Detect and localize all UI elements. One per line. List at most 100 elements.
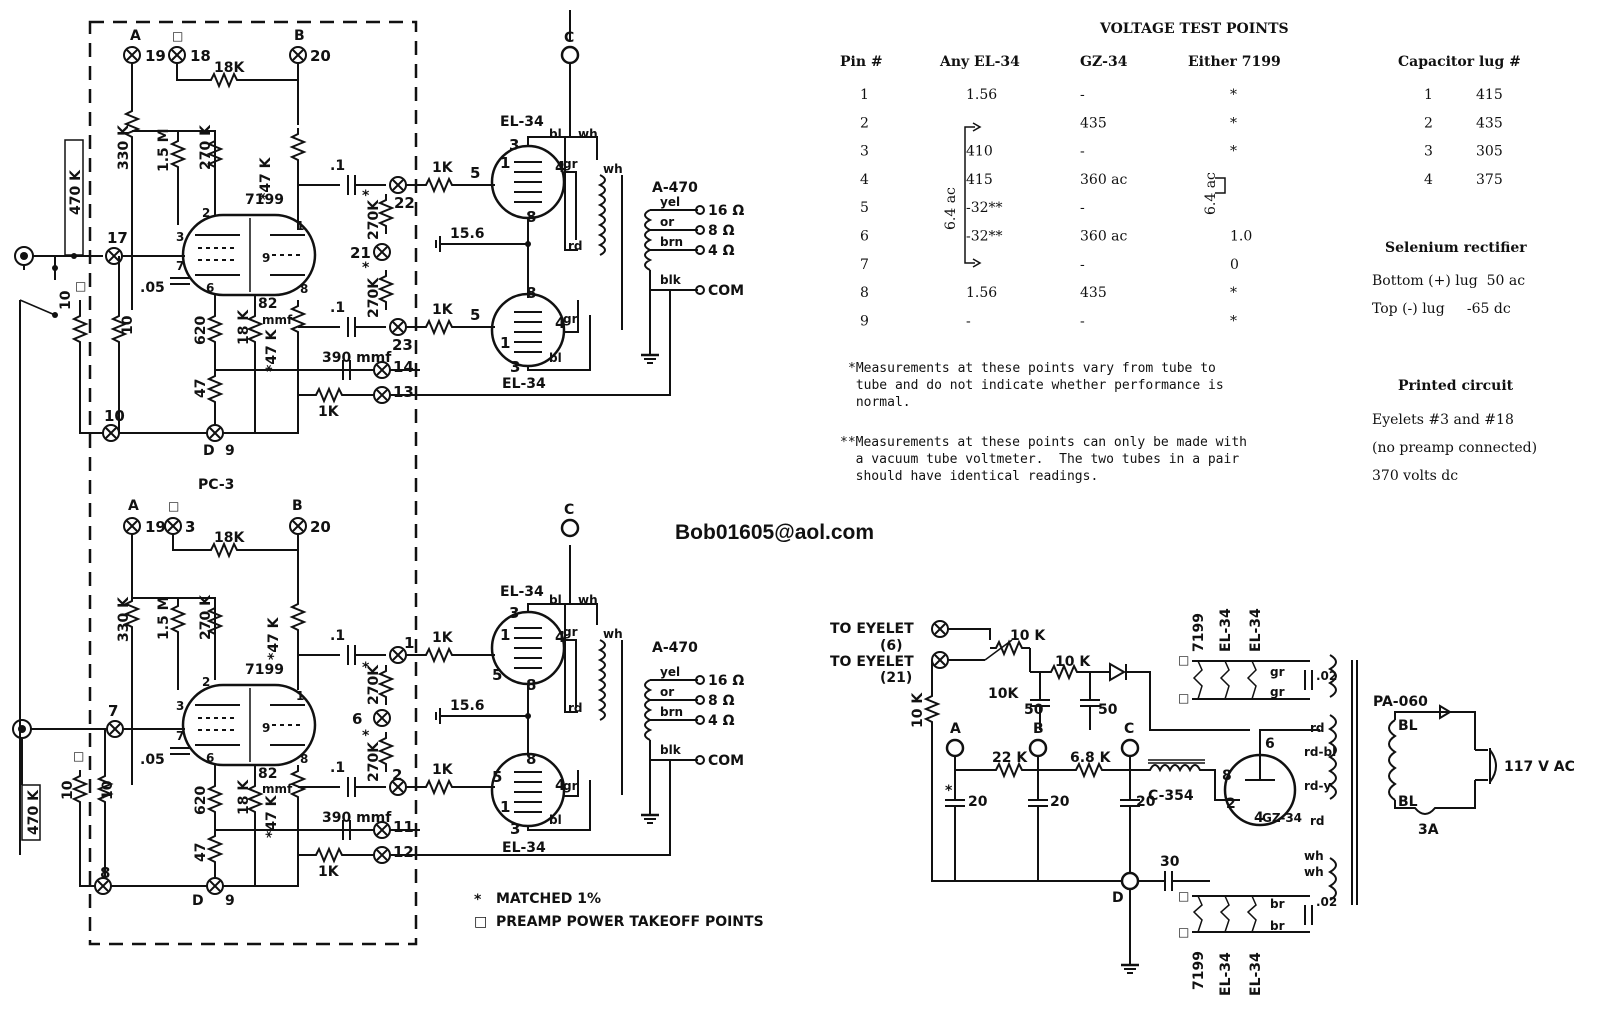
bottom-eyelet-11[interactable]: [373, 821, 391, 839]
svg-text:a vacuum tube voltmeter. The: a vacuum tube voltmeter. The two tubes i…: [840, 452, 1239, 467]
psu-point-c[interactable]: [1120, 738, 1140, 758]
bottom-eyelet-6[interactable]: [373, 709, 391, 727]
svg-text:EL-34: EL-34: [1218, 952, 1234, 996]
top-eyelet-19[interactable]: [123, 46, 141, 64]
svg-text:gr: gr: [563, 312, 578, 326]
svg-text:82: 82: [258, 296, 277, 312]
svg-text:10: 10: [60, 780, 76, 800]
svg-text:Either 7199: Either 7199: [1188, 54, 1281, 70]
heater-label-7199: 6.4 ac: [1203, 172, 1219, 215]
svg-text:270 K: 270 K: [198, 594, 214, 640]
svg-text:1: 1: [500, 626, 510, 644]
psu-eyelet-6[interactable]: [931, 620, 949, 638]
top-point-c[interactable]: [560, 45, 580, 65]
svg-text:8: 8: [300, 282, 308, 296]
top-out-4: 4 Ω: [708, 243, 735, 259]
svg-text:*47 K: *47 K: [266, 616, 282, 660]
svg-text:16 Ω: 16 Ω: [708, 673, 744, 689]
top-r-18k: 18K: [214, 60, 245, 76]
svg-text:should have identical readings: should have identical readings.: [840, 469, 1098, 484]
top-r-47k-plate: *47 K: [258, 156, 274, 200]
svg-text:EL-34: EL-34: [502, 376, 546, 392]
capacitor-cell: 1: [1424, 87, 1433, 103]
svg-text:B: B: [292, 498, 303, 514]
svg-text:br: br: [1270, 897, 1285, 911]
svg-text:2: 2: [202, 206, 210, 220]
svg-text:or: or: [660, 215, 674, 229]
psu-point-b[interactable]: [1028, 738, 1048, 758]
top-eyelet-23[interactable]: [389, 318, 407, 336]
legend-star: *: [474, 892, 482, 908]
svg-text:gr: gr: [1270, 665, 1285, 679]
capacitor-cell: 3: [1424, 144, 1433, 160]
svg-text:EL-34: EL-34: [1248, 608, 1264, 652]
svg-text:rd: rd: [568, 701, 583, 715]
svg-text:.02: .02: [1316, 895, 1337, 909]
top-eyelet-22[interactable]: [389, 176, 407, 194]
top-r-470k: 470 K: [68, 169, 84, 215]
bottom-eyelet-3[interactable]: [164, 517, 182, 535]
top-eyelet-9[interactable]: [206, 424, 224, 442]
svg-text:(21): (21): [880, 670, 912, 686]
top-eyelet-20[interactable]: [289, 46, 307, 64]
svg-text:rd-bl: rd-bl: [1304, 745, 1336, 759]
svg-text:19: 19: [145, 518, 166, 536]
svg-text:5: 5: [470, 306, 480, 324]
svg-text:GZ-34: GZ-34: [1080, 54, 1128, 70]
table-cell: 360 ac: [1080, 229, 1128, 245]
svg-text:□: □: [1178, 653, 1189, 667]
top-eyelet-20-num: 20: [310, 47, 331, 65]
table-cell: 7: [860, 257, 869, 273]
svg-text:C: C: [1124, 721, 1134, 737]
bottom-eyelet-9[interactable]: [206, 877, 224, 895]
svg-text:3: 3: [510, 358, 520, 376]
svg-text:1K: 1K: [432, 762, 454, 778]
psu-point-d[interactable]: [1120, 871, 1140, 891]
legend-matched: MATCHED 1%: [496, 891, 601, 907]
svg-text:yel: yel: [660, 195, 680, 209]
capacitor-cell: 305: [1476, 144, 1503, 160]
svg-text:5: 5: [492, 666, 502, 684]
top-eyelet-10[interactable]: [102, 424, 120, 442]
capacitor-cell: 2: [1424, 115, 1433, 131]
top-eyelet-21[interactable]: [373, 243, 391, 261]
svg-text:10 K: 10 K: [1010, 628, 1046, 644]
svg-text:GZ-34: GZ-34: [1262, 811, 1302, 825]
bottom-eyelet-20[interactable]: [289, 517, 307, 535]
svg-text:20: 20: [1136, 794, 1156, 810]
svg-text:1: 1: [500, 798, 510, 816]
svg-text:9: 9: [225, 443, 235, 459]
psu-point-a[interactable]: [945, 738, 965, 758]
svg-text:brn: brn: [660, 235, 683, 249]
svg-text:47: 47: [193, 379, 209, 398]
bottom-point-c[interactable]: [560, 518, 580, 538]
svg-text:6: 6: [1265, 736, 1275, 752]
svg-text:270K: 270K: [366, 664, 382, 705]
bottom-eyelet-12[interactable]: [373, 846, 391, 864]
bottom-eyelet-19[interactable]: [123, 517, 141, 535]
top-eyelet-19-num: 19: [145, 47, 166, 65]
table-cell: *: [1230, 285, 1237, 301]
svg-text:4: 4: [555, 314, 565, 332]
top-eyelet-18[interactable]: [168, 46, 186, 64]
top-point-b-label: B: [294, 28, 305, 44]
svg-text:Selenium rectifier: Selenium rectifier: [1385, 240, 1527, 256]
table-cell: 435: [1080, 285, 1107, 301]
top-eyelet-14[interactable]: [373, 361, 391, 379]
svg-text:Bottom (+) lug 50 ac: Bottom (+) lug 50 ac: [1372, 273, 1525, 289]
svg-text:EL-34: EL-34: [1248, 952, 1264, 996]
svg-text:4: 4: [1254, 810, 1264, 826]
svg-text:Capacitor lug #: Capacitor lug #: [1398, 54, 1521, 70]
svg-text:C: C: [564, 502, 574, 518]
svg-text:8: 8: [1222, 768, 1232, 784]
svg-text:20: 20: [968, 794, 988, 810]
svg-text:*: *: [362, 188, 370, 204]
table-cell: 9: [860, 313, 869, 329]
bottom-eyelet-7[interactable]: [106, 720, 124, 738]
psu-eyelet-21[interactable]: [931, 651, 949, 669]
svg-text:20: 20: [310, 518, 331, 536]
top-eyelet-13[interactable]: [373, 386, 391, 404]
table-cell: 3: [860, 144, 869, 160]
